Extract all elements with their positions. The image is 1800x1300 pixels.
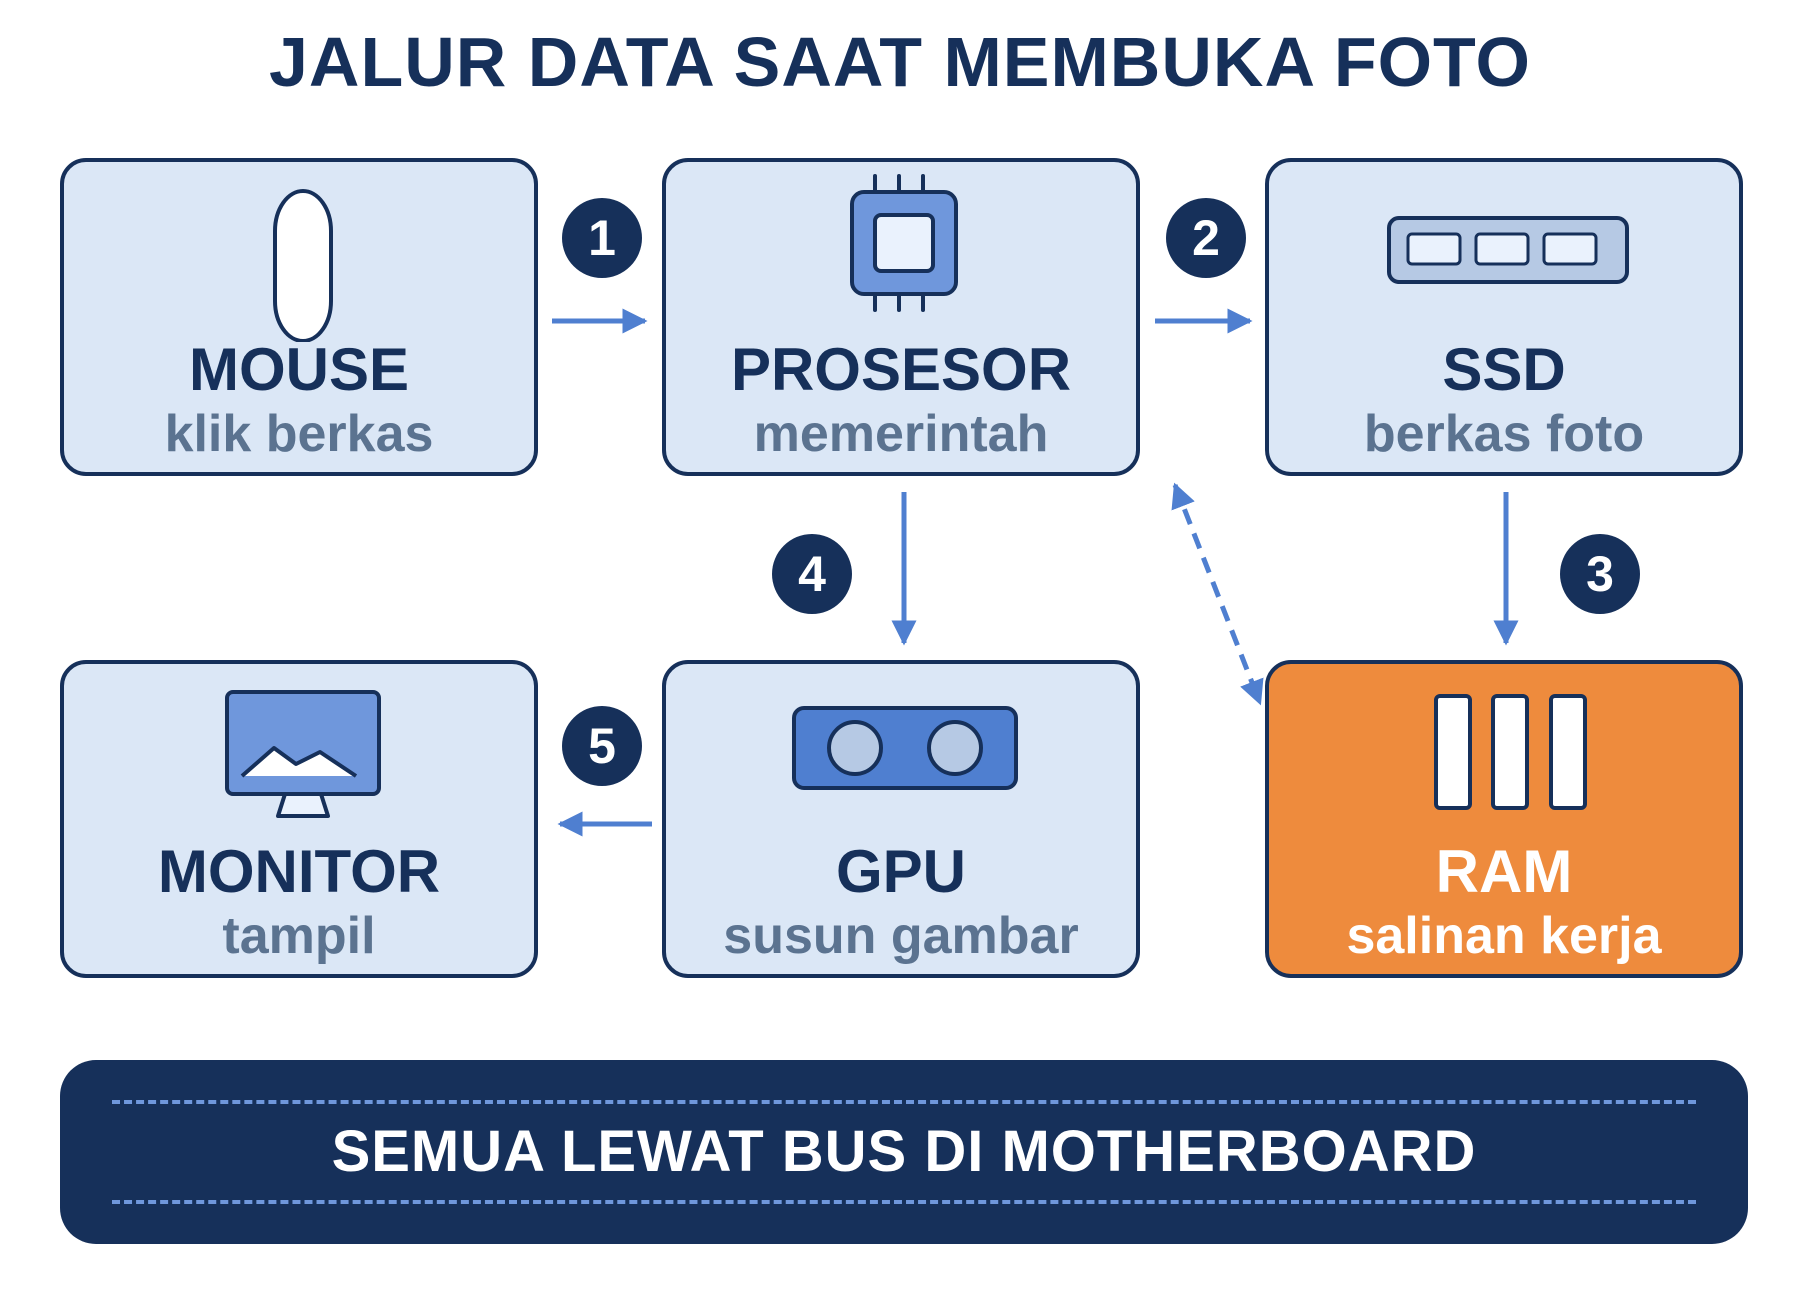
ssd-icon <box>1387 216 1629 284</box>
mouse-label: MOUSE <box>188 336 410 403</box>
step-badge-2: 2 <box>1166 198 1246 278</box>
processor-sublabel: memerintah <box>753 405 1049 463</box>
motherboard-bus-bar: SEMUA LEWAT BUS DI MOTHERBOARD <box>60 1060 1748 1244</box>
processor-label: PROSESOR <box>730 336 1072 403</box>
step-badge-3: 3 <box>1560 534 1640 614</box>
ram-label: RAM <box>1435 838 1573 905</box>
step-badge-5: 5 <box>562 706 642 786</box>
mouse-box: MOUSE klik berkas <box>60 158 538 476</box>
diagram-title: JALUR DATA SAAT MEMBUKA FOTO <box>269 23 1531 101</box>
ram-sticks-icon <box>1434 694 1587 810</box>
monitor-box: MONITOR tampil <box>60 660 538 978</box>
gpu-sublabel: susun gambar <box>723 907 1079 965</box>
monitor-sublabel: tampil <box>222 907 376 965</box>
step-badge-4: 4 <box>772 534 852 614</box>
step-badge-1: 1 <box>562 198 642 278</box>
cpu-chip-icon <box>850 174 958 312</box>
ssd-label: SSD <box>1442 336 1566 403</box>
gpu-box: GPU susun gambar <box>662 660 1140 978</box>
gpu-card-icon <box>792 706 1018 790</box>
ram-sublabel: salinan kerja <box>1346 907 1662 965</box>
mouse-sublabel: klik berkas <box>164 405 434 463</box>
ram-box: RAM salinan kerja <box>1265 660 1743 978</box>
mouse-icon <box>273 189 333 342</box>
monitor-label: MONITOR <box>157 838 441 905</box>
monitor-icon <box>225 690 381 818</box>
bus-label: SEMUA LEWAT BUS DI MOTHERBOARD <box>331 1119 1477 1184</box>
ssd-box: SSD berkas foto <box>1265 158 1743 476</box>
bus-dash-line-bottom <box>112 1200 1696 1204</box>
bus-dash-line-top <box>112 1100 1696 1104</box>
dashed-link-processor-ram <box>1171 482 1264 706</box>
ssd-sublabel: berkas foto <box>1363 405 1645 463</box>
gpu-label: GPU <box>835 838 967 905</box>
processor-box: PROSESOR memerintah <box>662 158 1140 476</box>
